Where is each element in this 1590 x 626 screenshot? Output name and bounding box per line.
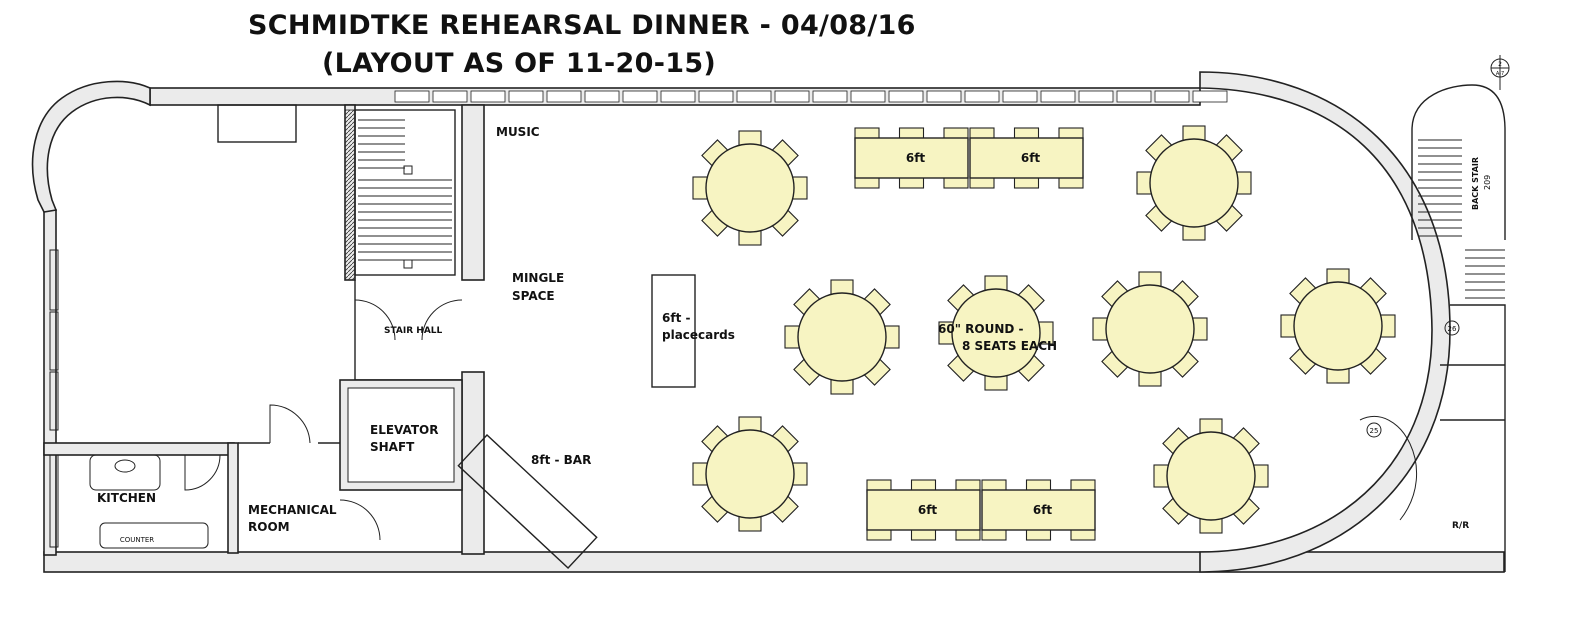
round-table-top (705, 143, 795, 233)
plan-subtitle: (LAYOUT AS OF 11-20-15) (322, 48, 717, 79)
section-mark-bottom: A-7 (1496, 71, 1504, 77)
rect-tables: 6ft 6ft 6ft 6ft (854, 127, 1096, 541)
label-kitchen: KITCHEN (97, 491, 156, 505)
round-note-2: 8 SEATS EACH (962, 339, 1057, 353)
rect-table-bottom-left: 6ft (866, 479, 981, 541)
rect-table-top (969, 137, 1084, 179)
rect-table-bottom-right: 6ft (981, 479, 1096, 541)
round-table-top (797, 292, 887, 382)
label-elevator-2: SHAFT (370, 440, 415, 454)
round-table (692, 130, 808, 246)
rect-table-label: 6ft (906, 151, 926, 165)
label-mingle-2: SPACE (512, 289, 555, 303)
round-table (938, 275, 1054, 391)
round-table-top (1149, 138, 1239, 228)
rect-table-top-right: 6ft (969, 127, 1084, 189)
placecards-table (651, 274, 696, 388)
label-stair-hall: STAIR HALL (384, 326, 443, 336)
svg-text:25: 25 (1370, 427, 1379, 435)
label-music: MUSIC (496, 125, 540, 139)
round-table (1280, 268, 1396, 384)
bar-table (457, 434, 598, 570)
label-mechanical-2: ROOM (248, 520, 290, 534)
round-table (784, 279, 900, 395)
round-table-top (1166, 431, 1256, 521)
label-mingle-1: MINGLE (512, 271, 564, 285)
rect-table-top-left: 6ft (854, 127, 969, 189)
section-mark-top: 2 (1498, 61, 1502, 68)
section-marker: 2 A-7 (1490, 55, 1510, 90)
rect-table-top (866, 489, 981, 531)
round-table (1136, 125, 1252, 241)
round-table (1092, 271, 1208, 387)
label-placecards-1: 6ft - (662, 311, 690, 325)
rect-table-label: 6ft (1021, 151, 1041, 165)
label-back-stair: BACK STAIR (1471, 157, 1480, 210)
round-note-1: 60" ROUND - (938, 322, 1023, 336)
svg-text:26: 26 (1448, 325, 1457, 333)
label-restroom: R/R (1452, 521, 1469, 531)
rect-table-top (854, 137, 969, 179)
round-table-top (1105, 284, 1195, 374)
rect-table-top (981, 489, 1096, 531)
interior-walls (43, 104, 485, 555)
label-bar: 8ft - BAR (531, 453, 591, 467)
outer-walls (31, 71, 1506, 573)
rect-table-label: 6ft (918, 503, 938, 517)
label-elevator-1: ELEVATOR (370, 423, 439, 437)
label-counter: COUNTER (120, 536, 154, 544)
rect-table-label: 6ft (1033, 503, 1053, 517)
round-table-top (951, 288, 1041, 378)
round-table-top (1293, 281, 1383, 371)
door-tag-26: 26 (1444, 320, 1460, 336)
door-tag-25: 25 (1359, 416, 1418, 521)
label-placecards-2: placecards (662, 328, 735, 342)
plan-title: SCHMIDTKE REHEARSAL DINNER - 04/08/16 (248, 10, 916, 41)
label-back-stair-number: 209 (1483, 175, 1492, 190)
label-mechanical-1: MECHANICAL (248, 503, 337, 517)
round-tables: 60" ROUND - 8 SEATS EACH (692, 125, 1396, 534)
round-table (1153, 418, 1269, 534)
round-table-top (705, 429, 795, 519)
round-table (692, 416, 808, 532)
